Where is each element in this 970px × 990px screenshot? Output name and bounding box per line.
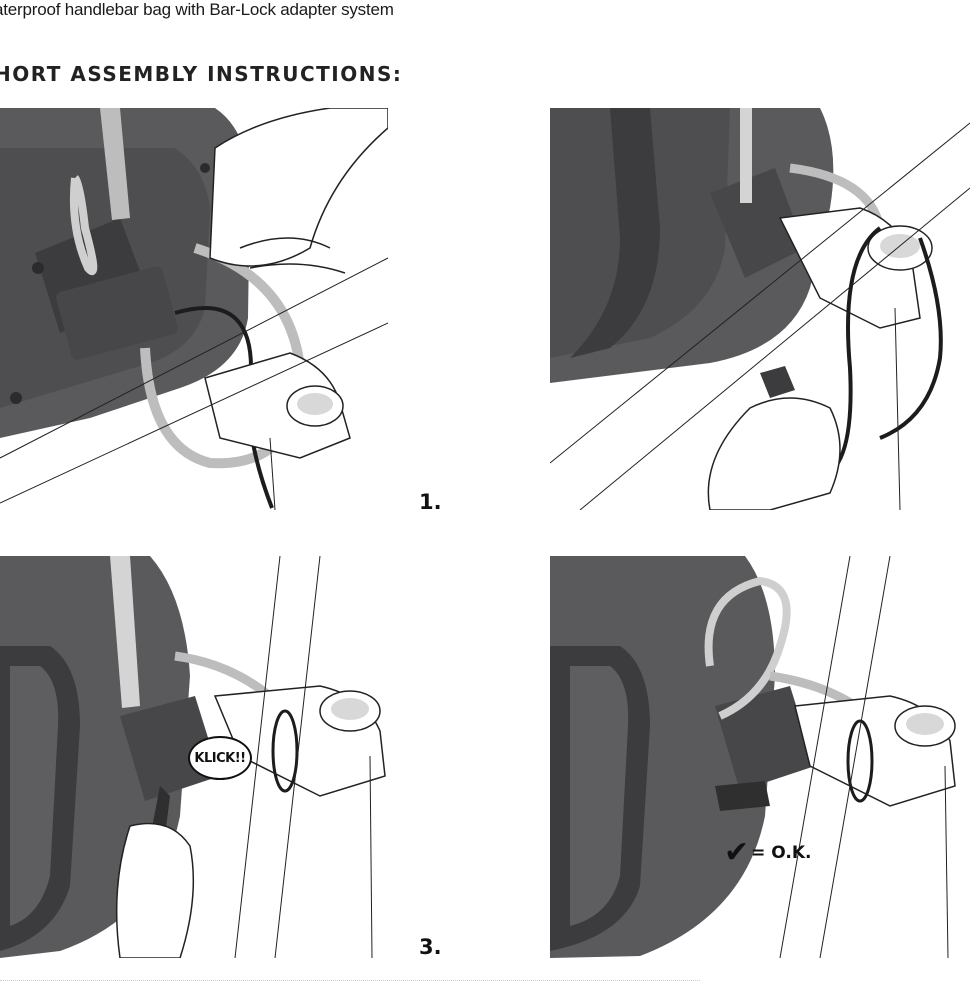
- step-1-illustration: [0, 108, 388, 510]
- check-icon: ✔: [724, 835, 750, 870]
- step-2-illustration: [550, 108, 970, 510]
- page-bottom-edge: [0, 980, 700, 985]
- step-number: 1.: [419, 490, 442, 514]
- step-3-illustration: [0, 556, 388, 958]
- klick-callout: KLICK!!: [188, 736, 252, 780]
- ok-callout: ✔ = O.K.: [724, 838, 811, 868]
- step-number: 3.: [419, 935, 442, 959]
- document-subtitle: aterproof handlebar bag with Bar-Lock ad…: [0, 0, 394, 19]
- instructions-heading: HORT ASSEMBLY INSTRUCTIONS:: [0, 62, 403, 86]
- step-4-illustration: [550, 556, 970, 958]
- ok-text: = O.K.: [751, 843, 812, 863]
